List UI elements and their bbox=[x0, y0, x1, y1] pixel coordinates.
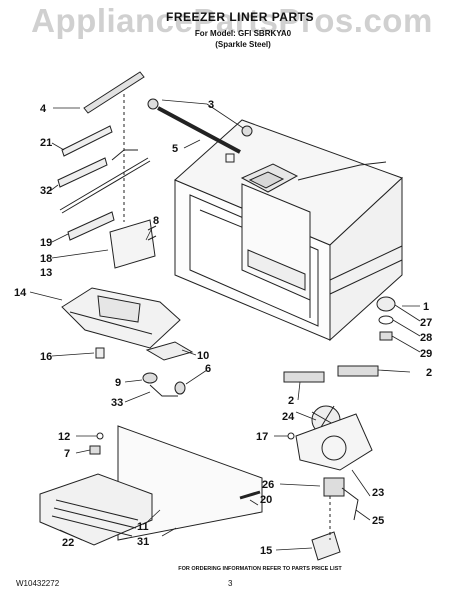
lower-grille bbox=[39, 473, 153, 546]
callout-32: 32 bbox=[40, 185, 52, 197]
callout-16: 16 bbox=[40, 351, 52, 363]
callout-13: 13 bbox=[40, 267, 52, 279]
callout-14: 14 bbox=[14, 287, 27, 299]
callout-6: 6 bbox=[205, 363, 211, 375]
callout-20: 20 bbox=[260, 494, 272, 506]
callout-21: 21 bbox=[40, 137, 52, 149]
callout-2-right: 2 bbox=[426, 367, 432, 379]
callout-25: 25 bbox=[372, 515, 384, 527]
diagram-title: FREEZER LINER PARTS bbox=[166, 10, 314, 24]
ordering-note: FOR ORDERING INFORMATION REFER TO PARTS … bbox=[178, 566, 342, 572]
callout-31: 31 bbox=[137, 536, 149, 548]
callout-5: 5 bbox=[172, 143, 178, 155]
callout-15: 15 bbox=[260, 545, 272, 557]
freezer-liner bbox=[174, 119, 403, 342]
model-number: For Model: GFI SBRKYA0 bbox=[194, 29, 292, 38]
callout-22: 22 bbox=[62, 537, 74, 549]
callout-11: 11 bbox=[137, 521, 149, 533]
callout-8: 8 bbox=[153, 215, 159, 227]
callout-3: 3 bbox=[208, 99, 214, 111]
evaporator-cover bbox=[61, 287, 181, 349]
callout-2: 2 bbox=[288, 395, 294, 407]
callout-26: 26 bbox=[262, 479, 274, 491]
watermark-logo: AppliancePartsPros.com bbox=[31, 2, 433, 39]
small-parts bbox=[95, 341, 194, 397]
fan-motor-assembly bbox=[295, 405, 373, 561]
callout-19: 19 bbox=[40, 237, 52, 249]
callout-33: 33 bbox=[111, 397, 123, 409]
callout-12: 12 bbox=[58, 431, 70, 443]
leader-lines bbox=[29, 99, 421, 551]
upper-left-rails bbox=[57, 71, 151, 241]
document-number: W10432272 bbox=[16, 579, 60, 588]
callout-23: 23 bbox=[372, 487, 384, 499]
callout-24: 24 bbox=[282, 411, 295, 423]
callout-28: 28 bbox=[420, 332, 432, 344]
callout-7: 7 bbox=[64, 448, 70, 460]
page-number: 3 bbox=[228, 579, 233, 588]
front-bar bbox=[147, 98, 253, 154]
callout-18: 18 bbox=[40, 253, 52, 265]
callout-29: 29 bbox=[420, 348, 432, 360]
callout-17: 17 bbox=[256, 431, 268, 443]
callout-labels: 4 3 21 5 32 8 19 18 13 14 1 27 28 29 16 … bbox=[14, 99, 432, 557]
callout-9: 9 bbox=[115, 377, 121, 389]
callout-27: 27 bbox=[420, 317, 432, 329]
callout-1: 1 bbox=[423, 301, 429, 313]
side-bracket bbox=[109, 219, 157, 269]
callout-4: 4 bbox=[40, 103, 47, 115]
callout-10: 10 bbox=[197, 350, 209, 362]
model-variant: (Sparkle Steel) bbox=[215, 40, 271, 49]
